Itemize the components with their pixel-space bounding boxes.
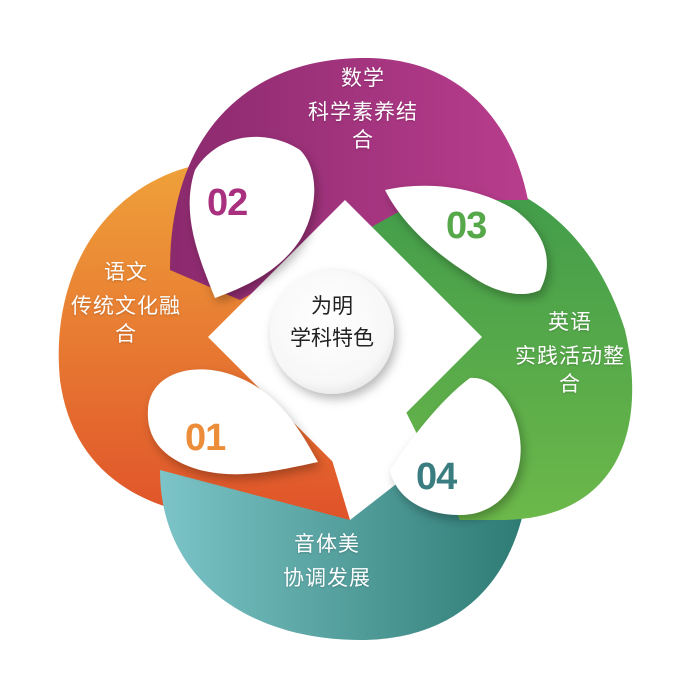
center-circle [270,270,394,394]
petal-02-desc-line1: 科学素养结 [308,100,418,124]
petal-04-number: 04 [416,456,457,498]
petal-02-text: 数学 科学素养结 合 [288,64,438,154]
petal-03-text: 英语 实践活动整 合 [500,308,640,398]
petal-01-desc-line2: 合 [115,322,137,346]
petal-03-number: 03 [446,205,487,247]
petal-04-text: 音体美 协调发展 [252,530,402,592]
leaf-cutout-04 [390,377,521,515]
petal-03-title: 英语 [548,310,592,334]
petal-02-desc-line2: 合 [352,128,374,152]
center-label-line2: 学科特色 [290,326,374,350]
petal-01-text: 语文 传统文化融 合 [52,258,200,348]
center-label-line1: 为明 [311,294,353,318]
center-label: 为明 学科特色 [276,290,388,354]
leaf-cutout-03 [385,185,547,295]
petal-02-number: 02 [207,182,248,224]
petal-03-desc-line2: 合 [559,372,581,396]
petal-04-shape [160,380,530,640]
petal-04-title: 音体美 [294,532,360,556]
petal-04-desc-line1: 协调发展 [283,566,371,590]
leaf-cutout-02 [189,136,315,298]
petal-02-title: 数学 [341,66,385,90]
petal-01-title: 语文 [104,260,148,284]
petal-01-number: 01 [185,417,226,459]
petal-03-desc-line1: 实践活动整 [515,344,625,368]
petal-01-desc-line1: 传统文化融 [71,294,181,318]
leaf-cutout-01 [147,369,318,475]
